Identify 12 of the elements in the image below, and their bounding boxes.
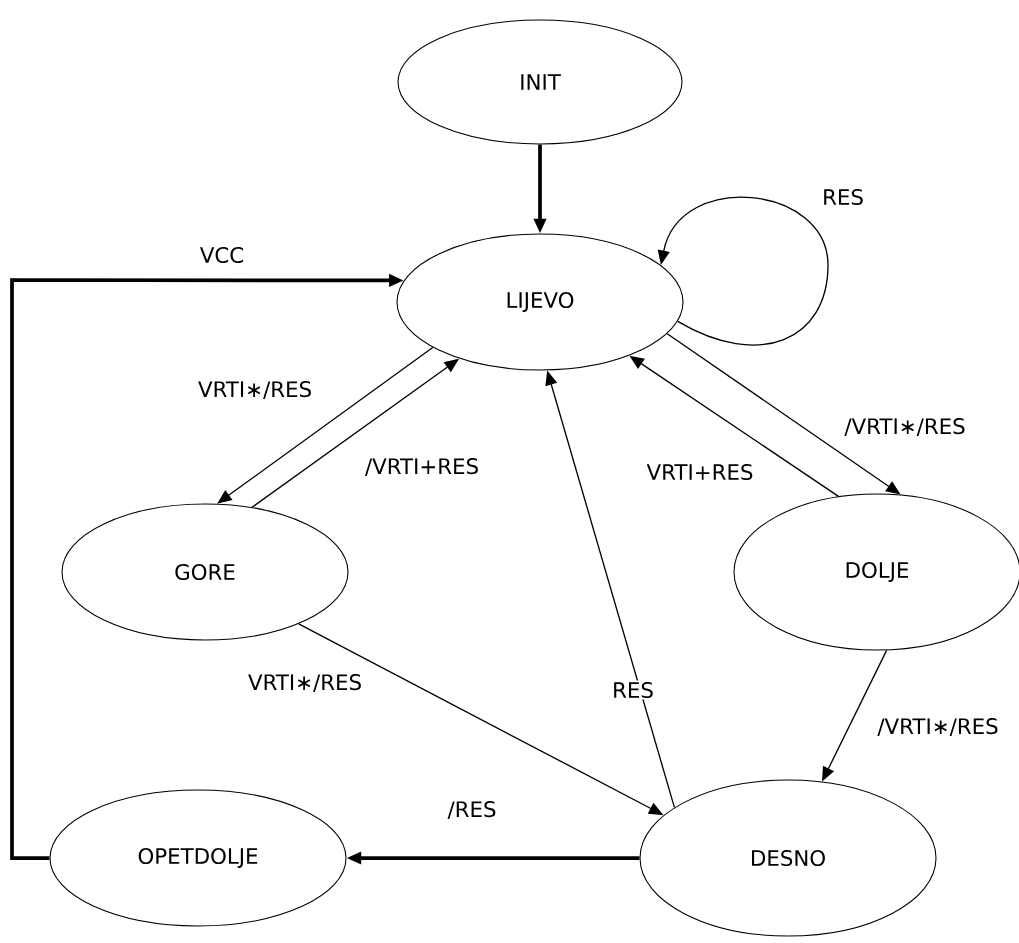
arrow [657,196,829,346]
edge-label: VRTI∗/RES [246,672,364,694]
arrow [217,346,434,504]
edge-label: VCC [198,245,246,265]
edge-label: /RES [446,799,498,821]
edge-label: VRTI∗/RES [196,379,314,401]
edge-label: /VRTI∗/RES [843,416,967,438]
edge-label: VRTI+RES [645,462,755,482]
edge-label: /VRTI+RES [363,456,481,478]
edge-label: /VRTI∗/RES [876,716,1000,738]
edge-label: RES [820,187,866,207]
edge-label: RES [610,680,656,700]
